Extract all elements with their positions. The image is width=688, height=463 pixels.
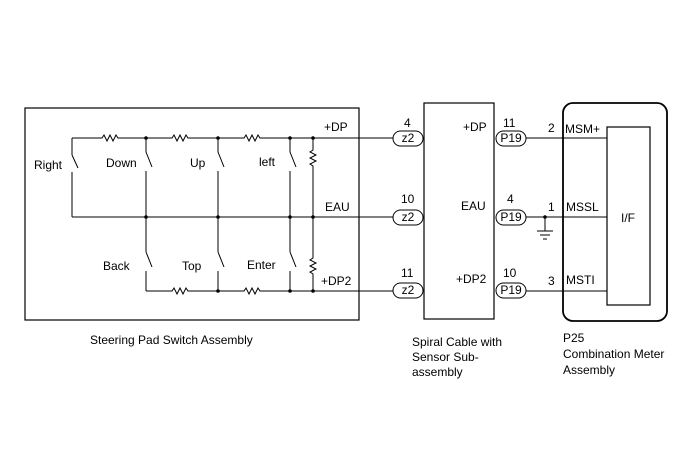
switch-label-down: Down	[106, 156, 137, 170]
down-switch	[145, 138, 153, 217]
svg-text:P19: P19	[500, 283, 522, 297]
switch-label-right: Right	[34, 158, 63, 172]
meter-caption-line2: Combination Meter	[563, 347, 664, 361]
junction-dots	[144, 136, 315, 293]
up-switch	[217, 138, 225, 217]
connector-p19-row2: P19	[495, 209, 527, 226]
combination-meter-if-box	[606, 126, 651, 306]
left-switch	[289, 138, 297, 217]
switch-label-back: Back	[103, 259, 131, 273]
right-switch	[71, 138, 79, 217]
output-label-dp2: +DP2	[321, 274, 352, 288]
pin-p19-row1: 11	[503, 116, 516, 130]
switch-label-left: left	[259, 155, 276, 169]
spiral-label-dp2: +DP2	[456, 272, 487, 286]
connector-z2-row1: z2	[392, 130, 424, 147]
connector-p19-row1: P19	[495, 130, 527, 147]
pin-meter-row1: 2	[548, 121, 555, 135]
pin-p19-row2: 4	[507, 192, 514, 206]
ground-symbol	[537, 215, 553, 240]
steering-pad-switch-assembly-box	[24, 107, 360, 321]
switch-label-enter: Enter	[247, 258, 276, 272]
connector-p19-row3: P19	[495, 282, 527, 299]
top-rail	[72, 133, 408, 143]
svg-text:z2: z2	[402, 283, 415, 297]
connector-z2-row3: z2	[392, 282, 424, 299]
pullup-resistor-top	[308, 138, 318, 217]
pin-meter-row2: 1	[548, 200, 555, 214]
switch-label-up: Up	[190, 156, 206, 170]
pullup-resistor-bottom	[308, 217, 318, 291]
meter-signal-mssl: MSSL	[566, 200, 599, 214]
svg-text:z2: z2	[402, 131, 415, 145]
top-switch	[217, 217, 225, 291]
enter-switch	[289, 217, 297, 291]
spiral-label-dp: +DP	[463, 120, 487, 134]
combination-meter-outer-box	[562, 102, 668, 322]
meter-signal-msti: MSTI	[566, 273, 595, 287]
output-label-eau: EAU	[325, 200, 350, 214]
switch-assembly-caption: Steering Pad Switch Assembly	[90, 333, 253, 347]
bottom-rail	[146, 286, 398, 296]
pin-meter-row3: 3	[548, 274, 555, 288]
spiral-caption-line3: assembly	[412, 365, 463, 379]
connector-z2-row2: z2	[392, 209, 424, 226]
pin-p19-row3: 10	[503, 266, 517, 280]
svg-text:P19: P19	[500, 210, 522, 224]
output-label-dp: +DP	[324, 120, 348, 134]
spiral-caption-line2: Sensor Sub-	[412, 350, 479, 364]
spiral-caption-line1: Spiral Cable with	[412, 335, 502, 349]
svg-text:z2: z2	[402, 210, 415, 224]
pin-z2-row1: 4	[404, 116, 411, 130]
switch-label-top: Top	[182, 259, 202, 273]
pin-z2-row3: 11	[401, 266, 414, 280]
svg-text:P19: P19	[500, 131, 522, 145]
back-switch	[145, 217, 153, 291]
meter-if-label: I/F	[621, 211, 635, 225]
meter-signal-msm: MSM+	[565, 122, 600, 136]
spiral-label-eau: EAU	[461, 199, 486, 213]
pin-z2-row2: 10	[401, 192, 415, 206]
meter-caption-line3: Assembly	[563, 363, 615, 377]
spiral-cable-box	[423, 102, 495, 320]
meter-caption-line1: P25	[563, 331, 585, 345]
